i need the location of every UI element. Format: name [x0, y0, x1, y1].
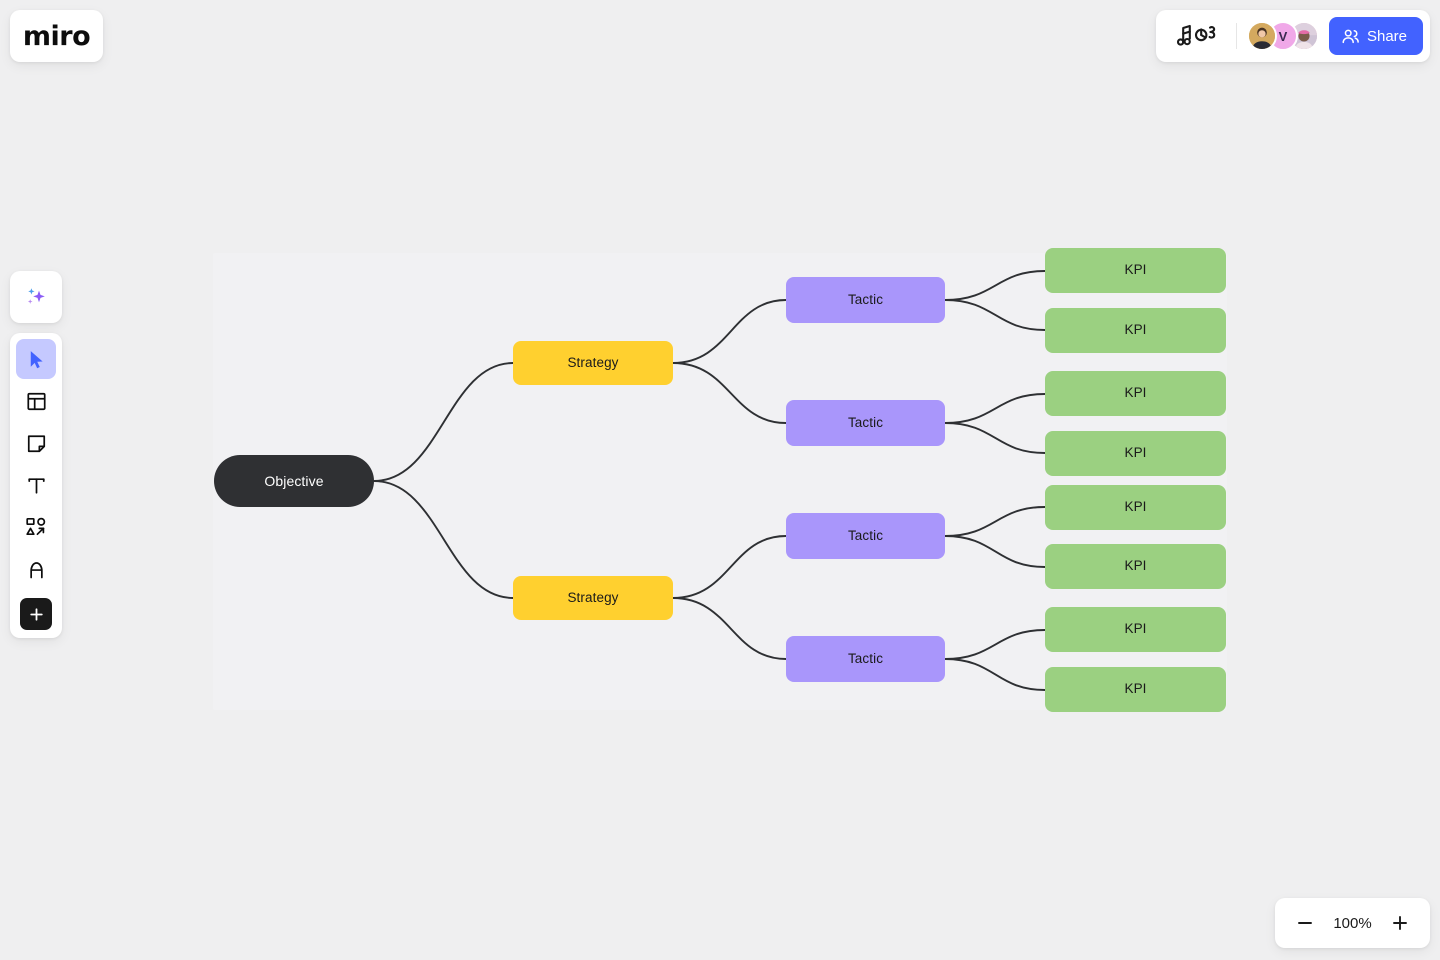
- share-button[interactable]: Share: [1328, 17, 1423, 55]
- connector-strategy2-tactic4: [672, 597, 787, 660]
- tool-sticky-note[interactable]: [16, 423, 56, 463]
- node-objective[interactable]: Objective: [214, 455, 374, 507]
- connector-tactic1-kpi1: [944, 270, 1046, 301]
- tool-add-more[interactable]: [20, 598, 52, 630]
- connector-tactic4-kpi7: [944, 629, 1046, 660]
- connector-tactic2-kpi4: [944, 422, 1046, 454]
- shapes-icon: [25, 516, 47, 538]
- collaborator-avatars[interactable]: V: [1246, 21, 1319, 51]
- sticky-note-icon: [26, 433, 47, 454]
- connector-tactic4-kpi8: [944, 658, 1046, 691]
- zoom-level-label[interactable]: 100%: [1333, 914, 1372, 932]
- connector-strategy1-tactic2: [672, 362, 787, 424]
- miro-logo-button[interactable]: miro: [10, 10, 103, 62]
- node-kpi-2[interactable]: KPI: [1045, 308, 1226, 353]
- pen-icon: [26, 559, 47, 580]
- node-kpi-1[interactable]: KPI: [1045, 248, 1226, 293]
- tool-shapes[interactable]: [16, 507, 56, 547]
- miro-logo-text: miro: [22, 20, 91, 52]
- node-tactic-4[interactable]: Tactic: [786, 636, 945, 682]
- node-kpi-7[interactable]: KPI: [1045, 607, 1226, 652]
- node-kpi-6[interactable]: KPI: [1045, 544, 1226, 589]
- share-button-label: Share: [1366, 27, 1407, 45]
- template-icon: [26, 391, 47, 412]
- sparkles-icon: [23, 284, 49, 310]
- tool-templates[interactable]: [16, 381, 56, 421]
- node-tactic-3[interactable]: Tactic: [786, 513, 945, 559]
- ai-tool-button[interactable]: [10, 271, 62, 323]
- people-icon: [1341, 27, 1360, 46]
- node-kpi-3[interactable]: KPI: [1045, 371, 1226, 416]
- tool-text[interactable]: [16, 465, 56, 505]
- connector-strategy2-tactic3: [672, 535, 787, 599]
- connector-strategy1-tactic1: [672, 299, 787, 364]
- node-kpi-4[interactable]: KPI: [1045, 431, 1226, 476]
- music-notes-doodle-icon[interactable]: [1170, 20, 1226, 52]
- minus-icon: [1295, 913, 1315, 933]
- connector-objective-strategy-1: [373, 362, 514, 482]
- zoom-controls: 100%: [1275, 898, 1430, 948]
- tool-pen[interactable]: [16, 549, 56, 589]
- node-tactic-1[interactable]: Tactic: [786, 277, 945, 323]
- connector-tactic2-kpi3: [944, 393, 1046, 424]
- plus-icon: [28, 606, 45, 623]
- top-right-toolbar: V Share: [1155, 10, 1430, 62]
- node-strategy-1[interactable]: Strategy: [513, 341, 673, 385]
- connector-tactic3-kpi6: [944, 535, 1046, 568]
- node-strategy-2[interactable]: Strategy: [513, 576, 673, 620]
- node-kpi-8[interactable]: KPI: [1045, 667, 1226, 712]
- zoom-in-button[interactable]: [1386, 909, 1414, 937]
- zoom-out-button[interactable]: [1291, 909, 1319, 937]
- toolbar-divider: [1235, 23, 1237, 49]
- node-kpi-5[interactable]: KPI: [1045, 485, 1226, 530]
- connector-objective-strategy-2: [373, 480, 514, 599]
- left-toolbar: [10, 333, 62, 638]
- avatar[interactable]: [1246, 21, 1277, 51]
- text-icon: [26, 475, 47, 496]
- connector-tactic1-kpi2: [944, 299, 1046, 331]
- connector-tactic3-kpi5: [944, 506, 1046, 537]
- node-tactic-2[interactable]: Tactic: [786, 400, 945, 446]
- cursor-icon: [26, 349, 47, 370]
- tool-select[interactable]: [16, 339, 56, 379]
- plus-icon: [1390, 913, 1410, 933]
